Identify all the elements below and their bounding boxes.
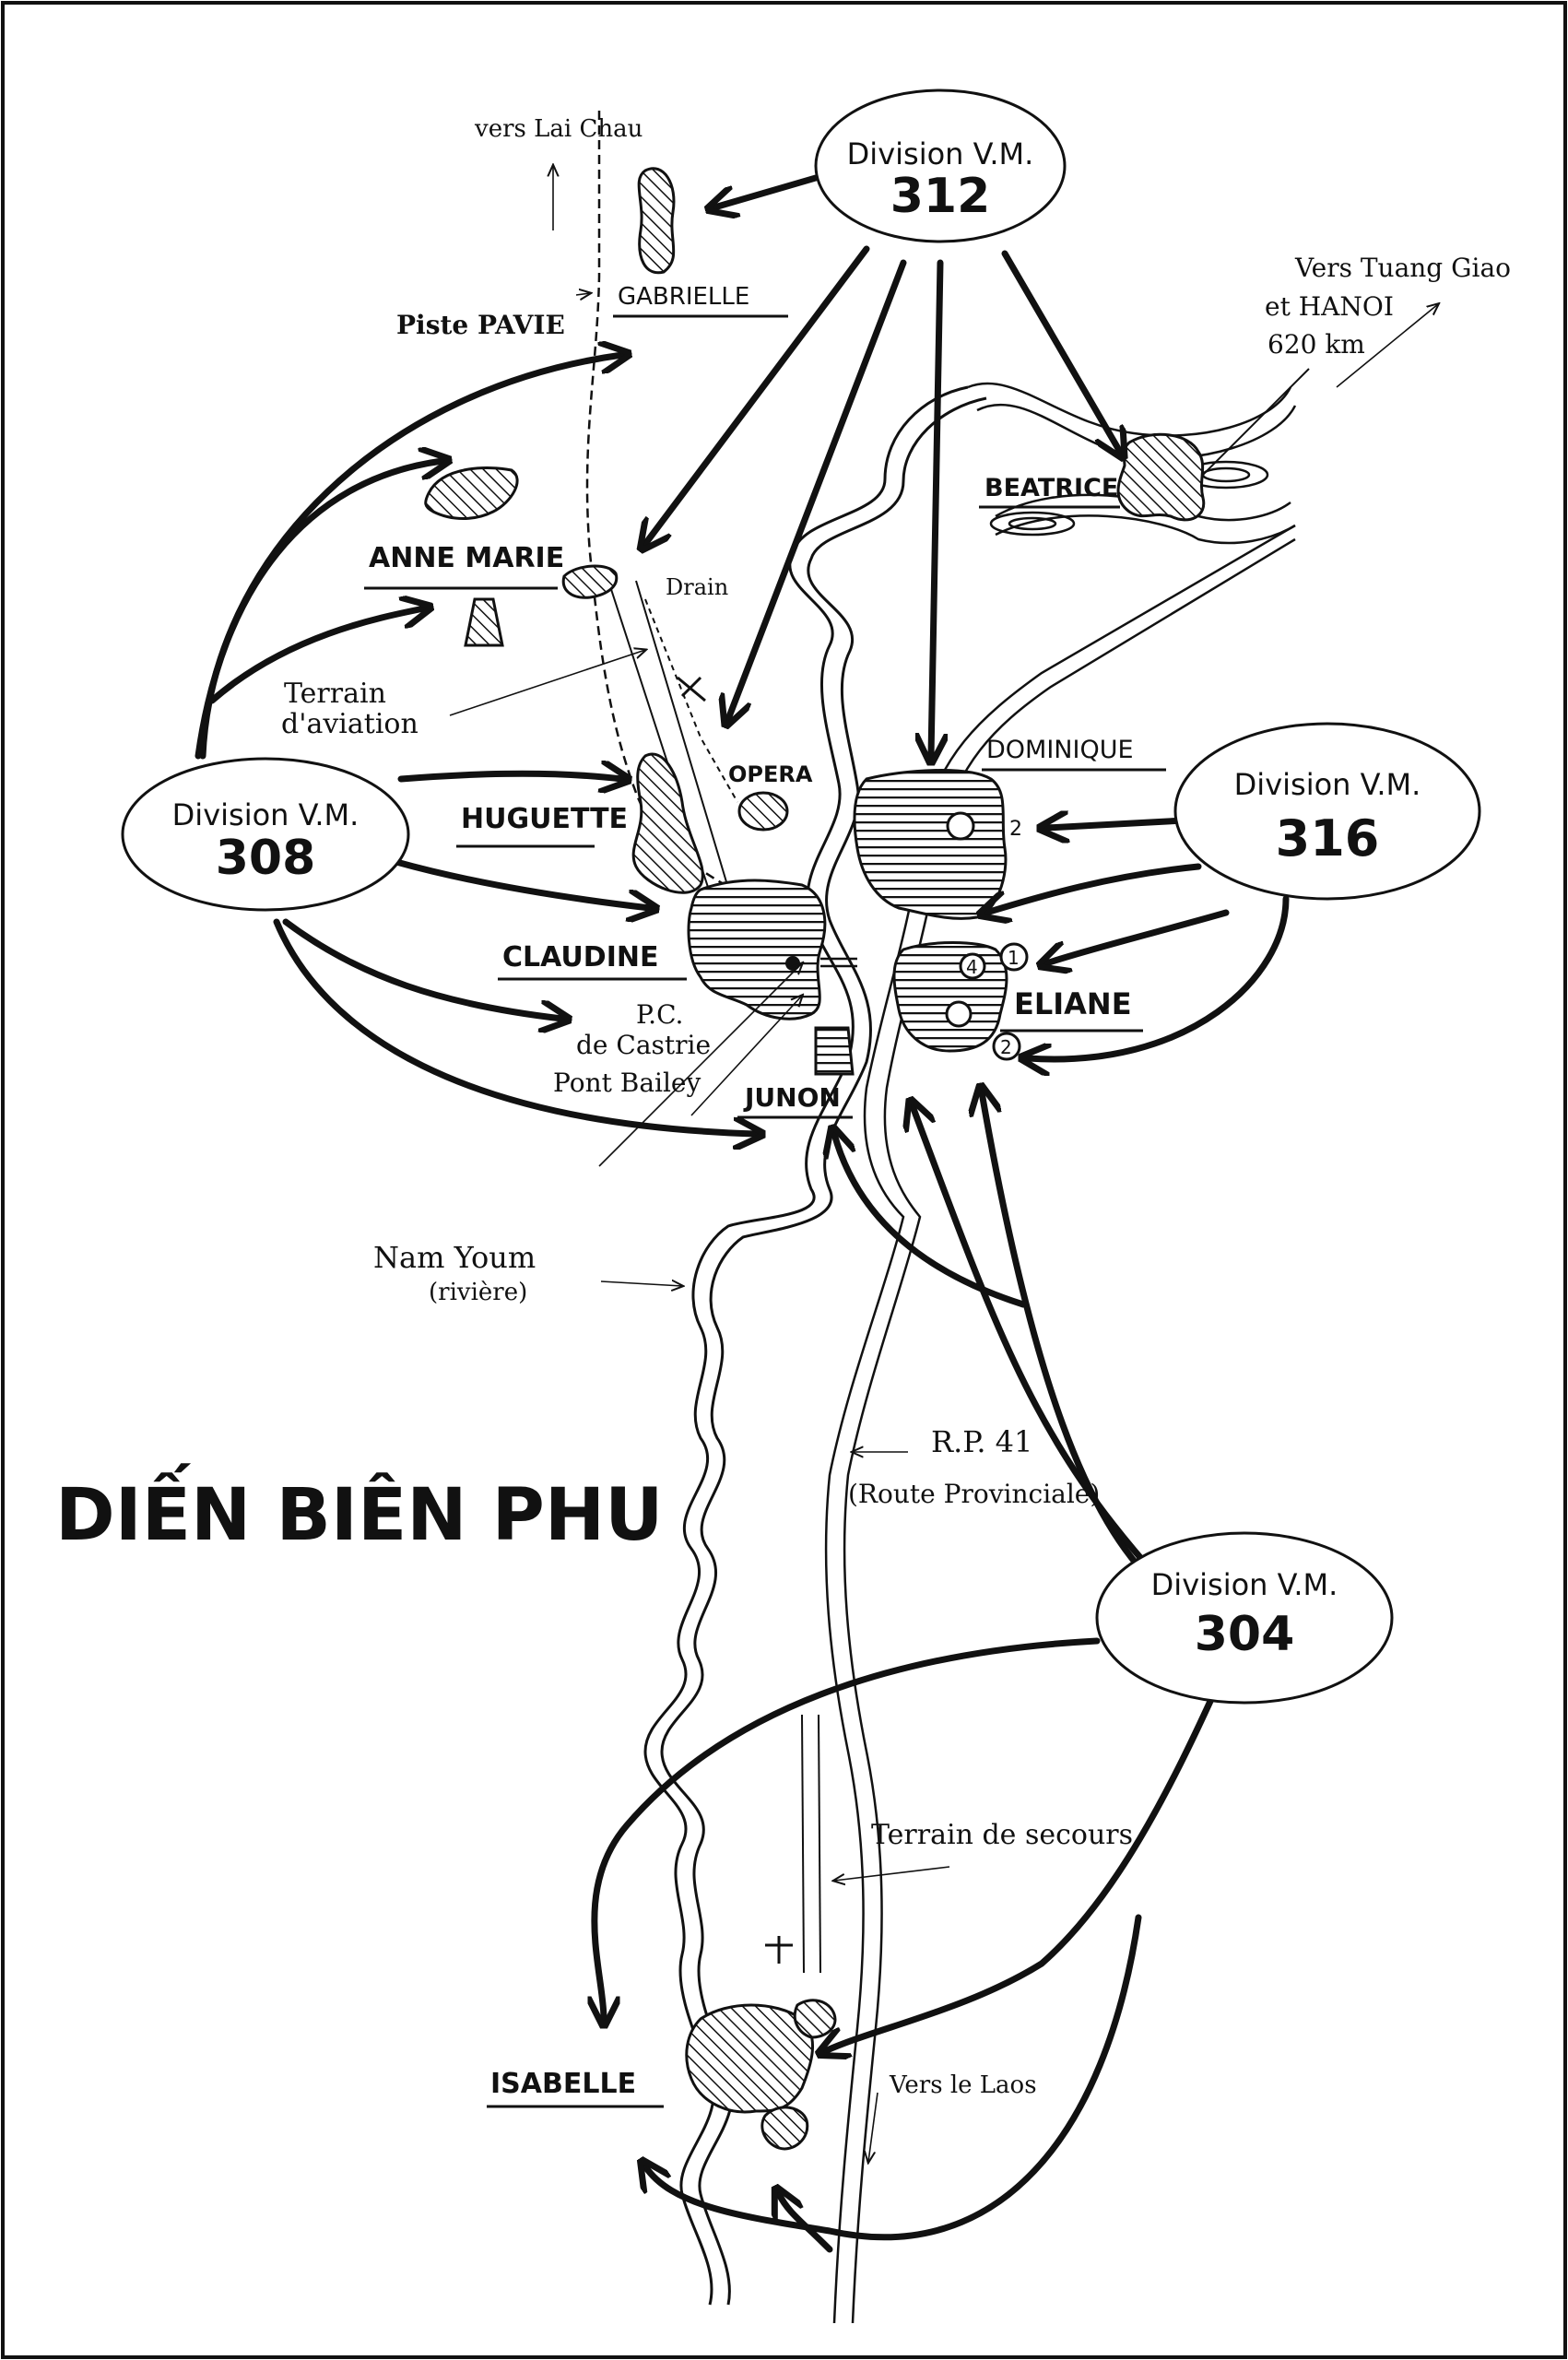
anne-marie-strongpoint-1 <box>424 466 519 520</box>
terrain-secours-label: Terrain de secours <box>871 1819 1133 1851</box>
gabrielle-label: GABRIELLE <box>618 283 749 311</box>
svg-text:2: 2 <box>1009 818 1022 841</box>
pc-label: P.C. <box>636 999 683 1030</box>
eliane-label: ELIANE <box>1014 986 1132 1021</box>
svg-text:Division V.M.: Division V.M. <box>1234 767 1421 802</box>
junon-label: JUNON <box>743 1082 841 1113</box>
map-title: DIẾN BIÊN PHU <box>55 1463 663 1557</box>
dominique-marker: 2 <box>946 811 1022 841</box>
rp41-label: R.P. 41 <box>931 1424 1032 1459</box>
opera-label: OPERA <box>728 761 813 787</box>
isabelle-strongpoint-south <box>760 2106 809 2151</box>
eliane-markers: 4 1 2 <box>945 942 1029 1061</box>
route-provinciale-label: (Route Provinciale) <box>848 1479 1100 1509</box>
terrain-aviation-label-1: Terrain <box>284 678 386 710</box>
claudine-strongpoint <box>687 879 827 1021</box>
division-308: Division V.M. 308 <box>121 757 410 912</box>
castrie-label: de Castrie <box>576 1030 711 1060</box>
lai-chau-label: vers Lai Chau <box>474 115 643 143</box>
svg-text:304: 304 <box>1195 1607 1295 1662</box>
isabelle-strongpoint-north <box>793 1999 837 2039</box>
pc-castrie-dot <box>785 956 800 971</box>
piste-pavie-label: Piste PAVIE <box>396 310 565 340</box>
junon-strongpoint <box>814 1026 855 1076</box>
huguette-label: HUGUETTE <box>461 803 628 835</box>
claudine-label: CLAUDINE <box>502 941 658 974</box>
anne-marie-label: ANNE MARIE <box>369 542 564 574</box>
isabelle-label: ISABELLE <box>490 2068 636 2100</box>
feature-labels: vers Lai Chau Piste PAVIE Vers Tuang Gia… <box>281 115 1511 2099</box>
pont-bailey-label: Pont Bailey <box>553 1068 701 1098</box>
svg-text:2: 2 <box>1000 1036 1012 1058</box>
anne-marie-strongpoint-3 <box>561 564 619 599</box>
beatrice-strongpoint <box>1116 432 1206 522</box>
division-316: Division V.M. 316 <box>1173 722 1481 901</box>
eliane-strongpoint <box>892 941 1008 1053</box>
svg-text:Division V.M.: Division V.M. <box>1151 1567 1338 1602</box>
dominique-label: DOMINIQUE <box>986 736 1134 764</box>
anne-marie-strongpoint-2 <box>464 597 504 647</box>
svg-text:316: 316 <box>1276 809 1380 867</box>
tuang-giao-label-1: Vers Tuang Giao <box>1294 253 1511 283</box>
airplane-icon <box>677 676 706 702</box>
vers-laos-label: Vers le Laos <box>889 2071 1037 2099</box>
drain-label: Drain <box>666 574 728 600</box>
gabrielle-strongpoint <box>637 167 676 275</box>
svg-text:1: 1 <box>1008 947 1020 969</box>
opera-strongpoint <box>737 791 789 832</box>
pointer-arrows <box>449 166 1438 2162</box>
emergency-runway <box>801 1714 821 1974</box>
svg-text:308: 308 <box>216 831 316 886</box>
terrain-aviation-label-2: d'aviation <box>281 708 419 740</box>
svg-text:Division V.M.: Division V.M. <box>847 136 1034 171</box>
airplane-icon-secours <box>765 1936 793 1964</box>
beatrice-label: BEATRICE <box>984 474 1118 502</box>
huguette-strongpoint <box>631 752 704 894</box>
tuang-giao-label-2: et HANOI <box>1265 291 1394 322</box>
isabelle-strongpoint-main <box>685 2003 815 2114</box>
nam-youm-label: Nam Youm <box>373 1240 536 1275</box>
attack-arrows <box>195 171 1290 2253</box>
division-312: Division V.M. 312 <box>814 88 1067 243</box>
svg-text:4: 4 <box>966 956 978 978</box>
nam-youm-river <box>643 385 987 2306</box>
riviere-label: (rivière) <box>429 1279 527 1306</box>
svg-text:Division V.M.: Division V.M. <box>172 797 360 832</box>
dominique-strongpoint <box>853 769 1008 920</box>
pont-bailey <box>820 957 857 968</box>
road-rp41 <box>824 368 1310 2324</box>
strongpoint-labels: GABRIELLE BEATRICE ANNE MARIE DOMINIQUE … <box>364 283 1166 2108</box>
division-304: Division V.M. 304 <box>1095 1531 1394 1705</box>
tuang-giao-label-3: 620 km <box>1267 329 1365 360</box>
svg-text:312: 312 <box>890 169 991 224</box>
